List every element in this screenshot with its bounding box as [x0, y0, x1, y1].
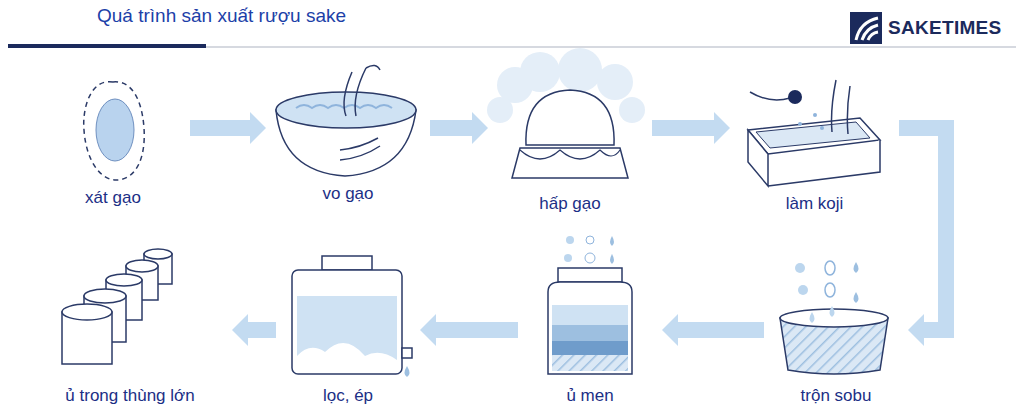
step-label: ủ trong thùng lớn — [65, 386, 194, 406]
storage-tanks-icon — [62, 249, 172, 364]
logo-mark — [850, 12, 882, 44]
arrow-shaft — [248, 322, 276, 338]
process-step: ủ trong thùng lớn — [30, 244, 230, 410]
arrow-shaft — [436, 322, 518, 338]
step-label: trộn sobu — [801, 386, 872, 406]
step-label: ủ men — [566, 386, 613, 406]
process-step: trộn sobu — [766, 240, 906, 410]
flow-arrow — [190, 112, 266, 144]
flow-arrow — [232, 314, 276, 346]
press-tank-icon — [292, 256, 412, 377]
koji-box-icon — [748, 80, 880, 186]
rice-grain-icon — [84, 82, 145, 180]
flow-arrow — [652, 112, 730, 144]
logo-text: SAKETIMES — [888, 17, 1002, 39]
arrow-head — [232, 314, 248, 346]
arrow-head — [908, 314, 924, 346]
steamer-icon — [487, 48, 645, 178]
arrow-shaft — [652, 120, 714, 136]
step-label: xát gạo — [85, 188, 141, 208]
arrow-head — [714, 112, 730, 144]
header-bar — [8, 44, 206, 48]
process-step: ủ men — [520, 226, 660, 410]
arrow-head — [662, 314, 678, 346]
process-step: hấp gạo — [490, 58, 650, 218]
arrow-shaft — [899, 128, 946, 330]
process-step: làm koji — [732, 70, 897, 218]
step-label: vo gạo — [322, 184, 373, 204]
step-label: lọc, ép — [323, 386, 373, 406]
arrow-head — [472, 112, 488, 144]
step-label: làm koji — [786, 194, 844, 214]
step-label: hấp gạo — [539, 194, 600, 214]
arrow-head — [420, 314, 436, 346]
fermentation-jar-icon — [548, 236, 632, 374]
flow-arrow — [662, 314, 764, 346]
washing-bowl-icon — [276, 65, 416, 176]
process-step: vo gạo — [268, 58, 428, 208]
diagram-title: Quá trình sản xuất rượu sake — [97, 5, 346, 27]
sobu-bowl-icon — [780, 261, 888, 374]
flow-arrow — [430, 112, 488, 144]
arrow-shaft — [430, 120, 472, 136]
arrow-shaft — [678, 322, 764, 338]
process-step: xát gạo — [38, 66, 188, 212]
header-rule — [206, 46, 1016, 48]
process-step: lọc, ép — [278, 244, 418, 410]
flow-arrow — [420, 314, 518, 346]
arrow-shaft — [190, 120, 250, 136]
flow-arrow — [899, 128, 946, 346]
arrow-head — [250, 112, 266, 144]
